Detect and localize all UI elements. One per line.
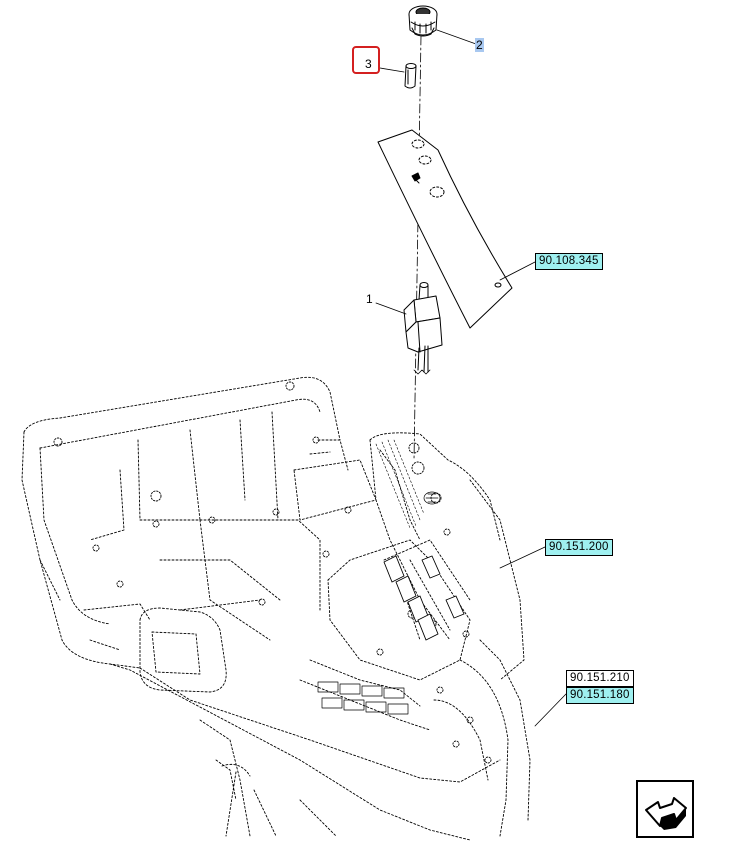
- reference-link-90-108-345[interactable]: 90.108.345: [535, 253, 603, 270]
- knob-cap-part: [408, 5, 438, 37]
- leader-line-part-1: [375, 302, 407, 315]
- reference-link-90-151-180[interactable]: 90.151.180: [566, 687, 634, 704]
- assembly-axis-line: [413, 35, 422, 461]
- switch-part: [403, 282, 443, 375]
- next-page-button[interactable]: [636, 780, 694, 838]
- reference-link-90-151-200[interactable]: 90.151.200: [545, 539, 613, 556]
- lens-part: [404, 63, 417, 89]
- reference-label-90-151-210: 90.151.210: [566, 670, 634, 687]
- leader-line-90-108-345: [499, 261, 536, 281]
- console-housing: [21, 376, 531, 841]
- console-switch-bank: [383, 555, 465, 641]
- leader-line-part-2: [436, 29, 477, 45]
- leader-line-90-151-180: [534, 693, 567, 727]
- part-callout-1[interactable]: 1: [366, 292, 373, 306]
- highlight-frame-part-3: [352, 46, 380, 74]
- next-page-arrow-icon: [645, 797, 687, 830]
- vent-grille: [423, 491, 441, 505]
- leader-line-90-151-200: [499, 546, 546, 569]
- part-callout-3[interactable]: 3: [365, 57, 372, 71]
- housing-fasteners: [53, 381, 492, 764]
- connector-grid: [317, 681, 409, 715]
- part-callout-2[interactable]: 2: [475, 38, 484, 52]
- leader-line-part-3: [379, 67, 405, 73]
- bezel-plate: [377, 129, 513, 329]
- console-ribs: [375, 439, 425, 529]
